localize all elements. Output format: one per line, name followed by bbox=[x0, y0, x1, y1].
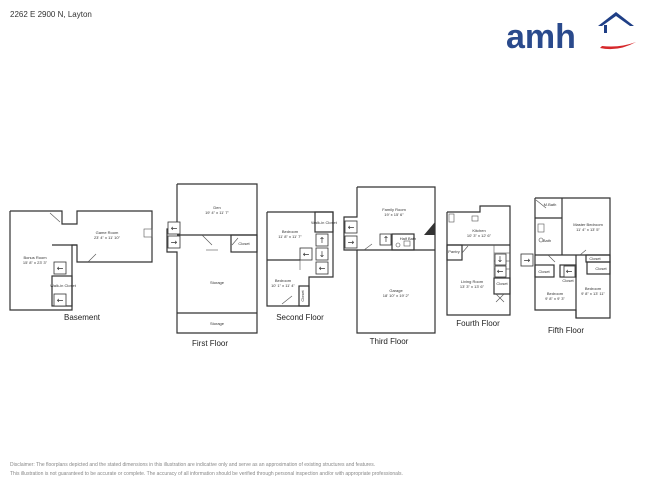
svg-text:↑: ↑ bbox=[383, 235, 390, 244]
disclaimer-line-2: This illustration is not guaranteed to b… bbox=[10, 471, 403, 477]
svg-text:↓: ↓ bbox=[497, 255, 504, 264]
second-bedroom-a-dims: 11' 8" x 11' 7" bbox=[278, 234, 302, 239]
fifth-floor-label: Fifth Floor bbox=[548, 326, 584, 335]
svg-text:↑: ↑ bbox=[319, 236, 326, 245]
third-garage-dims: 18' 10" x 19' 2" bbox=[383, 293, 410, 298]
second-bedroom-b-dims: 10' 1" x 11' 4" bbox=[271, 283, 295, 288]
fourth-kitchen-name: Kitchen bbox=[472, 228, 485, 233]
second-floor-label: Second Floor bbox=[276, 313, 324, 322]
first-storage-name: Storage bbox=[210, 280, 225, 285]
first-floor-plan: ← → Den 19' 4" x 11' 7" Closet Storage S… bbox=[166, 183, 258, 348]
fourth-living-name: Living Room bbox=[461, 279, 484, 284]
disclaimer: Disclaimer: The floorplans depicted and … bbox=[10, 461, 630, 479]
svg-text:←: ← bbox=[57, 264, 64, 273]
fifth-bath-name: Bath bbox=[543, 238, 551, 243]
second-bedroom-b-name: Bedroom bbox=[275, 278, 292, 283]
second-closet-name: Closet bbox=[300, 289, 305, 301]
first-floor-label: First Floor bbox=[192, 339, 228, 348]
svg-text:→: → bbox=[171, 238, 178, 247]
basement-game-name: Game Room bbox=[96, 230, 119, 235]
svg-text:←: ← bbox=[319, 264, 326, 273]
disclaimer-line-1: Disclaimer: The floorplans depicted and … bbox=[10, 462, 376, 468]
fifth-closet-c-name: Closet bbox=[562, 278, 574, 283]
svg-text:←: ← bbox=[497, 267, 504, 276]
third-floor-label: Third Floor bbox=[370, 337, 409, 346]
svg-text:←: ← bbox=[303, 250, 310, 259]
second-floor-plan: ↑ ↓ ← ← Bedroom 11' 8" x 11' 7" Walk-in … bbox=[266, 211, 338, 322]
third-family-dims: 19' x 15' 6" bbox=[384, 212, 404, 217]
logo-wordmark: amh bbox=[506, 18, 576, 54]
svg-text:→: → bbox=[524, 256, 531, 265]
third-garage-name: Garage bbox=[389, 288, 403, 293]
property-address: 2262 E 2900 N, Layton bbox=[10, 10, 92, 19]
third-half-bath-name: Half Bath bbox=[400, 236, 416, 241]
second-walkin-name: Walk-in Closet bbox=[311, 220, 338, 225]
fifth-master-name: Master Bedroom bbox=[573, 222, 603, 227]
amh-logo: amh bbox=[506, 12, 636, 54]
third-floor-plan: ← → ↑ Family Room 19' x 15' 6" Half Bath… bbox=[343, 186, 436, 346]
fifth-floor-plan: → ← M.Bath Master Bedroom 11' 4" x 13' 5… bbox=[520, 197, 611, 335]
first-storage-lower-name: Storage bbox=[210, 321, 225, 326]
first-den-name: Den bbox=[213, 205, 220, 210]
fifth-bedroom-a-dims: 9' 8" x 9' 3" bbox=[545, 296, 565, 301]
basement-plan: ← ← Bonus Room 15' 8" x 23' 3" Game Room… bbox=[9, 210, 153, 322]
fifth-bedroom-b-name: Bedroom bbox=[585, 286, 602, 291]
svg-text:←: ← bbox=[171, 224, 178, 233]
svg-text:↓: ↓ bbox=[319, 250, 326, 259]
fourth-closet-name: Closet bbox=[496, 281, 508, 286]
svg-text:→: → bbox=[348, 238, 355, 247]
first-closet-name: Closet bbox=[238, 241, 250, 246]
fifth-closet-d-name: Closet bbox=[595, 266, 607, 271]
fourth-living-dims: 13' 3" x 13' 6" bbox=[460, 284, 485, 289]
fifth-master-dims: 11' 4" x 13' 5" bbox=[576, 227, 600, 232]
fifth-closet-a-name: Closet bbox=[589, 256, 601, 261]
svg-text:←: ← bbox=[566, 267, 573, 276]
fifth-bedroom-b-dims: 9' 8" x 13' 11" bbox=[581, 291, 605, 296]
fourth-floor-plan: ↓ ← Kitchen 10' 3" x 12' 6" Pantry Livin… bbox=[446, 205, 511, 328]
basement-walkin-name: Walk-in Closet bbox=[50, 283, 77, 288]
svg-text:←: ← bbox=[57, 296, 64, 305]
third-family-name: Family Room bbox=[382, 207, 406, 212]
fourth-kitchen-dims: 10' 3" x 12' 6" bbox=[467, 233, 492, 238]
basement-game-dims: 23' 4" x 11' 10" bbox=[94, 235, 121, 240]
fifth-closet-b-name: Closet bbox=[538, 269, 550, 274]
fourth-floor-label: Fourth Floor bbox=[456, 319, 500, 328]
fifth-mbath-name: M.Bath bbox=[544, 202, 557, 207]
fifth-bedroom-a-name: Bedroom bbox=[547, 291, 564, 296]
basement-bonus-name: Bonus Room bbox=[23, 255, 47, 260]
basement-label: Basement bbox=[64, 313, 101, 322]
second-bedroom-a-name: Bedroom bbox=[282, 229, 299, 234]
fourth-pantry-name: Pantry bbox=[448, 249, 460, 254]
basement-bonus-dims: 15' 8" x 23' 3" bbox=[23, 260, 48, 265]
svg-text:←: ← bbox=[348, 223, 355, 232]
logo-swoosh-icon bbox=[600, 42, 636, 50]
logo-roof-icon bbox=[598, 12, 634, 26]
first-den-dims: 19' 4" x 11' 7" bbox=[205, 210, 229, 215]
